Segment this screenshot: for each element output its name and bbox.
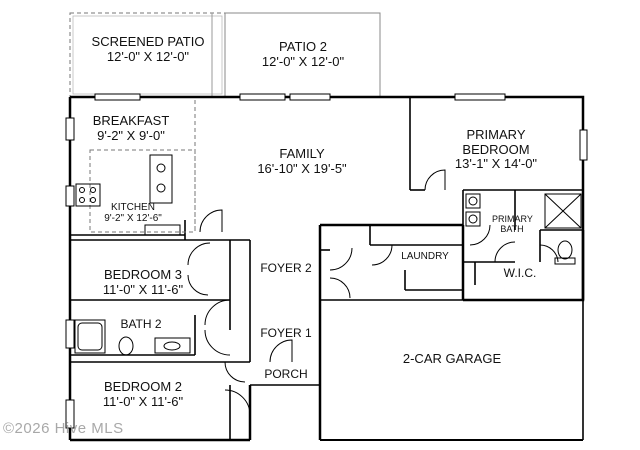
foyer-1-label: FOYER 1 [260,326,312,340]
porch-label: PORCH [264,367,308,381]
kitchen-label: KITCHEN 9'-2" X 12'-6" [104,202,162,224]
wic-name: W.I.C. [503,266,537,280]
kitchen-outline [89,100,196,233]
bath-fixtures [74,193,582,356]
garage-name: 2-CAR GARAGE [402,351,502,366]
laundry-name: LAUNDRY [401,251,449,262]
family-dims: 16'-10" X 19'-5" [257,160,347,176]
breakfast-name: BREAKFAST [92,113,170,128]
screened-patio-name: SCREENED PATIO [91,34,205,49]
bedroom-3-label: BEDROOM 3 11'-0" X 11'-6" [102,267,184,297]
bath-2-name: BATH 2 [120,317,162,331]
patio-2-label: PATIO 2 12'-0" X 12'-0" [261,39,345,69]
bedroom-2-dims: 11'-0" X 11'-6" [102,393,184,409]
bedroom-2-label: BEDROOM 2 11'-0" X 11'-6" [102,379,184,409]
breakfast-label: BREAKFAST 9'-2" X 9'-0" [92,113,170,143]
bedroom-2-name: BEDROOM 2 [103,379,183,394]
foyer-1-name: FOYER 1 [260,326,312,340]
bedroom-3-name: BEDROOM 3 [103,267,183,282]
primary-bath-name: PRIMARY BATH [492,214,533,235]
laundry-label: LAUNDRY [401,251,449,262]
primary-bath-label: PRIMARY BATH [492,214,533,235]
screened-patio-dims: 12'-0" X 12'-0" [106,48,190,64]
foyer-2-name: FOYER 2 [260,261,312,275]
wic-label: W.I.C. [503,266,537,280]
bedroom-3-dims: 11'-0" X 11'-6" [102,281,184,297]
windows [65,93,588,429]
garage-label: 2-CAR GARAGE [402,351,502,367]
primary-bedroom-label: PRIMARY BEDROOM 13'-1" X 14'-0" [441,127,551,172]
doors [187,169,559,416]
porch-name: PORCH [264,367,308,381]
breakfast-dims: 9'-2" X 9'-0" [97,127,165,143]
watermark: ©2026 Hive MLS [3,420,124,437]
foyer-2-label: FOYER 2 [260,261,312,275]
kitchen-fixtures [75,154,181,236]
screened-patio-label: SCREENED PATIO 12'-0" X 12'-0" [78,34,218,64]
kitchen-dims: 9'-2" X 12'-6" [104,213,162,225]
kitchen-name: KITCHEN [111,202,155,213]
primary-bedroom-name: PRIMARY BEDROOM [462,127,530,157]
patio-2-name: PATIO 2 [279,39,327,54]
family-label: FAMILY 16'-10" X 19'-5" [257,146,347,176]
primary-bedroom-dims: 13'-1" X 14'-0" [454,156,538,172]
family-name: FAMILY [279,146,325,161]
bath-2-label: BATH 2 [120,317,162,331]
patio-2-dims: 12'-0" X 12'-0" [261,53,345,69]
